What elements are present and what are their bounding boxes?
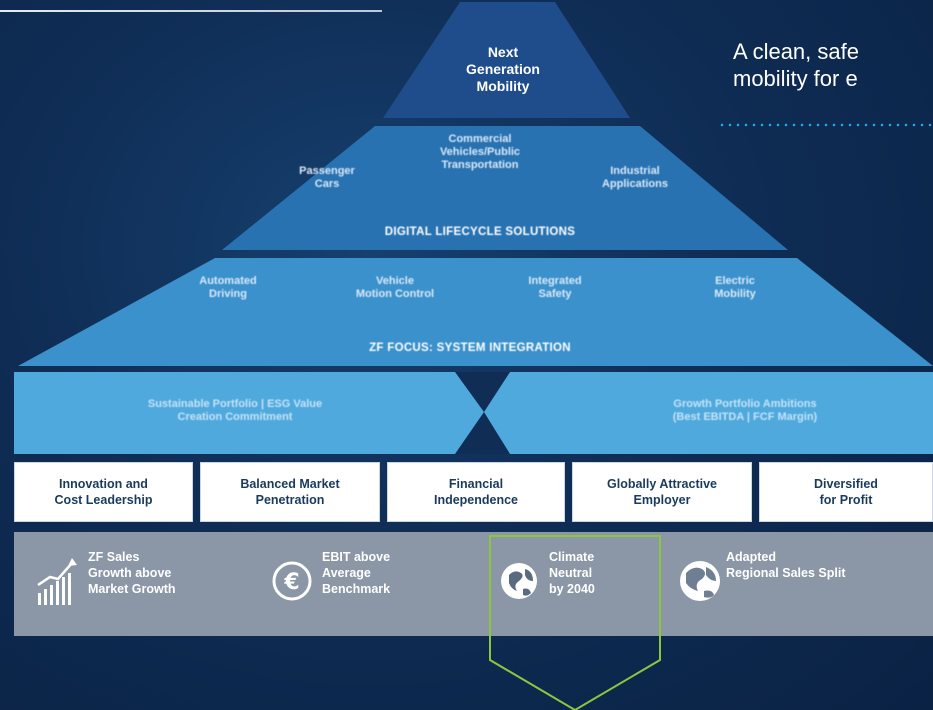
svg-text:€: € <box>283 570 299 595</box>
tagline: A clean, safe mobility for e <box>733 38 859 92</box>
pillar-label: Diversified for Profit <box>814 477 878 507</box>
pillar-box: Diversified for Profit <box>759 462 933 522</box>
tier-markets-item: Passenger Cars <box>299 165 355 190</box>
pillar-box: Financial Independence <box>387 462 565 522</box>
tier-tech-item: Automated Driving <box>199 275 257 300</box>
pillar-label: Innovation and Cost Leadership <box>54 477 153 507</box>
tier-tech-item: Integrated Safety <box>528 275 582 300</box>
tier-tech-shape <box>18 258 933 366</box>
globe-leaf-icon <box>501 563 537 599</box>
band-right-label: Growth Portfolio Ambitions (Best EBITDA … <box>672 398 818 423</box>
tier-top-label: Next Generation Mobility <box>466 44 540 94</box>
growth-chart-icon <box>37 558 77 605</box>
tagline-line: mobility for e <box>733 66 858 91</box>
pillar-box: Balanced Market Penetration <box>200 462 380 522</box>
pillar-box: Globally Attractive Employer <box>572 462 752 522</box>
tier-markets-shape <box>222 126 788 250</box>
hourglass-shape <box>455 372 510 412</box>
metric-label: Climate Neutral by 2040 <box>549 550 595 596</box>
metric-label: EBIT above Average Benchmark <box>322 550 391 596</box>
tier-tech-item: Vehicle Motion Control <box>355 275 435 300</box>
tier-markets-item: Commercial Vehicles/Public Transportatio… <box>439 133 521 171</box>
tier-markets-item: Industrial Applications <box>601 165 668 190</box>
metric-label: Adapted Regional Sales Split <box>726 550 846 580</box>
dotted-divider <box>718 123 933 127</box>
globe-icon <box>680 561 720 601</box>
tier-markets-bar: DIGITAL LIFECYCLE SOLUTIONS <box>384 226 576 238</box>
tagline-line: A clean, safe <box>733 39 859 64</box>
hourglass-shape-lower <box>455 412 510 454</box>
band-shape <box>14 372 933 454</box>
pillar-box: Innovation and Cost Leadership <box>14 462 193 522</box>
tier-tech-item: Electric Mobility <box>714 275 756 300</box>
metric-item: € EBIT above Average Benchmark <box>270 545 470 625</box>
tier-tech-bar: ZF FOCUS: SYSTEM INTEGRATION <box>369 342 571 354</box>
header-rule <box>0 10 382 12</box>
pillar-label: Financial Independence <box>433 477 519 507</box>
pillar-label: Balanced Market Penetration <box>240 477 340 507</box>
metric-item: ZF Sales Growth above Market Growth <box>36 545 236 625</box>
metrics-row <box>14 532 933 636</box>
metric-label: ZF Sales Growth above Market Growth <box>88 550 176 596</box>
metric-item: Adapted Regional Sales Split <box>674 545 874 625</box>
euro-coin-icon: € <box>272 561 312 601</box>
pillar-label: Globally Attractive Employer <box>607 477 717 507</box>
metric-item: Climate Neutral by 2040 <box>497 545 697 625</box>
band-left-label: Sustainable Portfolio | ESG Value Creati… <box>147 398 323 423</box>
tier-top-shape <box>383 2 630 118</box>
